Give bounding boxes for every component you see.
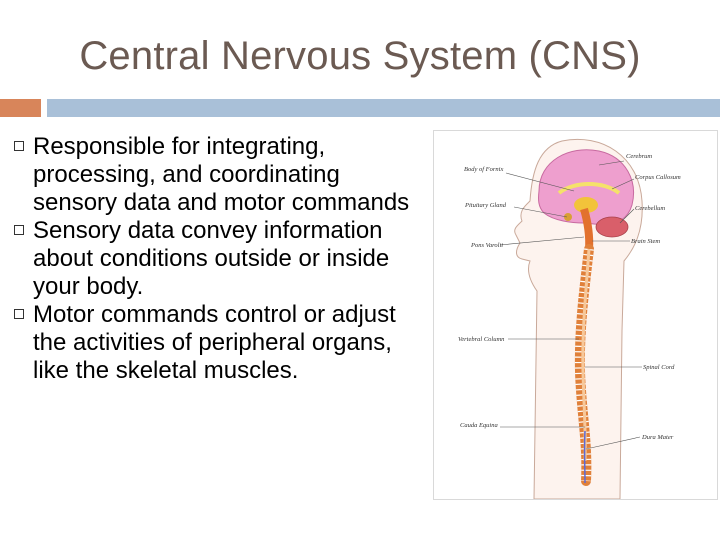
cns-illustration: Body of Fornix Pituitary Gland Pons Varo… xyxy=(458,139,681,499)
label-cerebrum: Cerebrum xyxy=(626,153,652,160)
bullet-item: Motor commands control or adjust the act… xyxy=(10,301,410,385)
square-bullet-icon xyxy=(14,309,24,319)
brain-shape xyxy=(538,149,634,226)
slide-title: Central Nervous System (CNS) xyxy=(79,34,641,78)
square-bullet-icon xyxy=(14,141,24,151)
cns-anatomy-figure: Body of Fornix Pituitary Gland Pons Varo… xyxy=(433,130,718,500)
label-pons-varolii: Pons Varolii xyxy=(470,242,503,249)
bullet-item: Responsible for integrating, processing,… xyxy=(10,133,410,217)
bullet-text: Motor commands control or adjust the act… xyxy=(33,301,396,384)
label-spinal-cord: Spinal Cord xyxy=(643,364,675,371)
accent-bar-orange xyxy=(0,99,41,117)
leader-lines xyxy=(499,160,642,450)
thalamus-shape xyxy=(574,197,598,213)
accent-bar-blue xyxy=(47,99,720,117)
pituitary-shape xyxy=(564,213,572,221)
label-corpus-callosum: Corpus Callosum xyxy=(635,174,681,181)
label-body-of-fornix: Body of Fornix xyxy=(464,166,503,173)
label-cerebellum: Cerebellum xyxy=(635,205,665,212)
label-brain-stem: Brain Stem xyxy=(631,238,660,245)
label-pituitary-gland: Pituitary Gland xyxy=(464,202,507,209)
bullet-text: Sensory data convey information about co… xyxy=(33,217,390,300)
bullet-list: Responsible for integrating, processing,… xyxy=(10,133,410,385)
square-bullet-icon xyxy=(14,225,24,235)
bullet-text: Responsible for integrating, processing,… xyxy=(33,133,410,216)
label-dura-mater: Dura Mater xyxy=(641,434,674,441)
corpus-callosum-shape xyxy=(557,182,621,195)
label-vertebral-column: Vertebral Column xyxy=(458,336,504,343)
bullet-item: Sensory data convey information about co… xyxy=(10,217,410,301)
cerebellum-shape xyxy=(595,216,629,238)
label-cauda-equina: Cauda Equina xyxy=(460,422,498,429)
